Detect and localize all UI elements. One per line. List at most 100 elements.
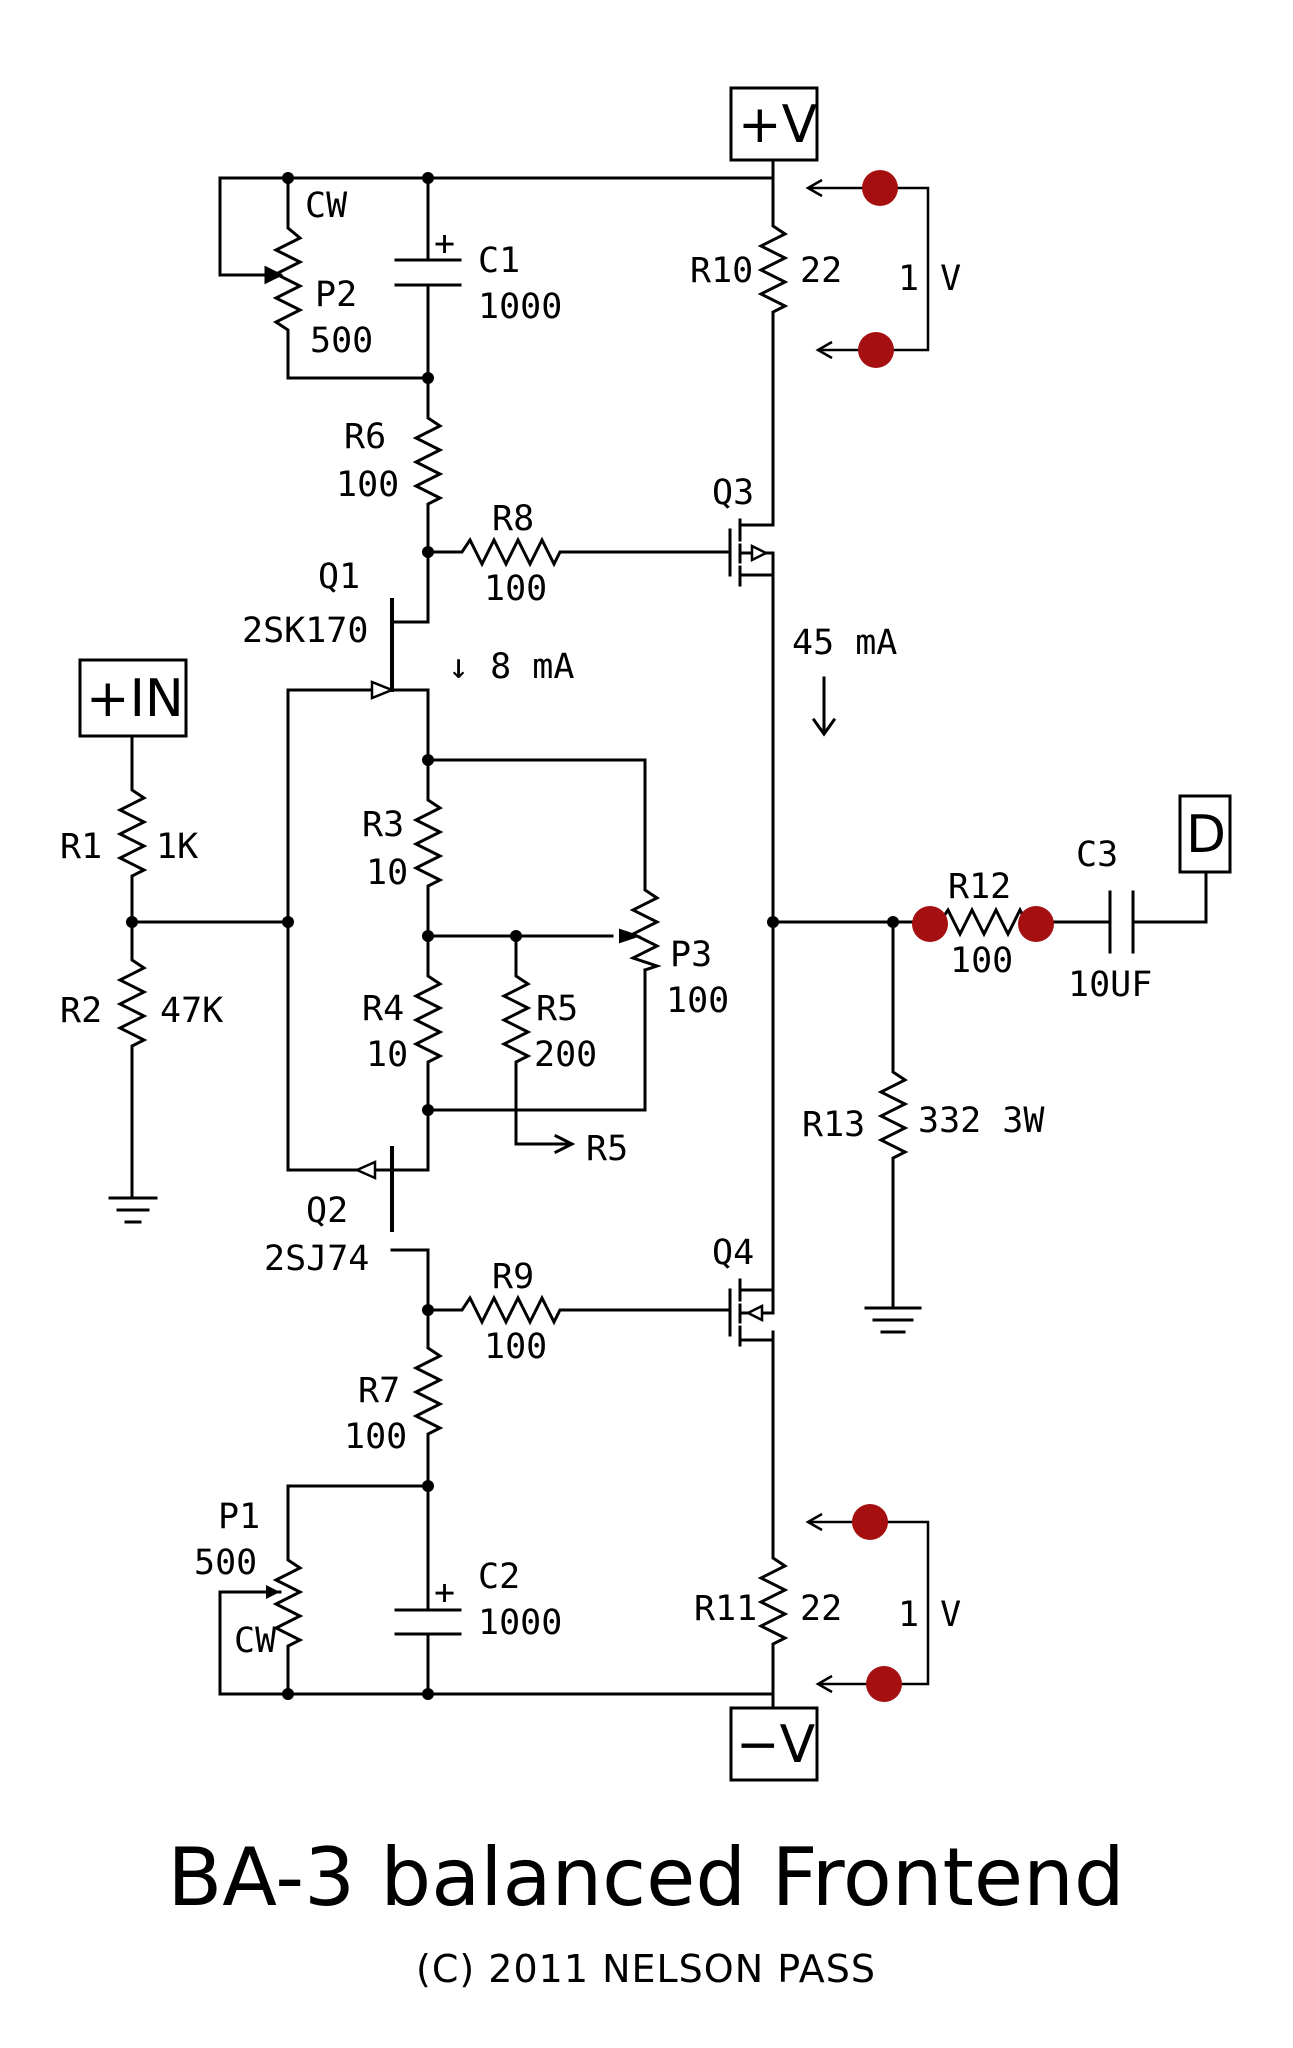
input-terminal-label: +IN (86, 669, 184, 729)
output-current-label: 45 mA (792, 623, 897, 663)
resistor-R3: R3 10 (362, 790, 444, 894)
output-terminal[interactable]: D (1178, 794, 1232, 874)
jfet-Q2: Q2 2SJ74 (264, 1146, 430, 1312)
r11-ref: R11 (694, 1589, 757, 1629)
r2-ref: R2 (60, 991, 102, 1031)
input-wiring (108, 688, 394, 1224)
p2-ref: P2 (315, 275, 357, 315)
r13-value: 332 3W (918, 1101, 1045, 1141)
r8-value: 100 (484, 569, 547, 609)
p1-value: 500 (194, 1543, 257, 1583)
q2-part: 2SJ74 (264, 1239, 369, 1279)
r10-value: 22 (800, 251, 842, 291)
potentiometer-P1: P1 500 CW (194, 1497, 304, 1661)
vminus-label: −V (736, 1715, 816, 1775)
r5-ref: R5 (536, 989, 578, 1029)
c1-ref: C1 (478, 241, 520, 281)
resistor-R12: R12 100 (918, 867, 1043, 981)
r12-probe (912, 906, 1054, 942)
r6-ref: R6 (344, 417, 386, 457)
resistor-R5: R5 200 (500, 966, 597, 1075)
p1-ref: P1 (218, 1497, 260, 1537)
r4-value: 10 (366, 1035, 408, 1075)
r9-ref: R9 (492, 1257, 534, 1297)
top-voltage-label: 1 V (898, 259, 961, 299)
potentiometer-P2: CW P2 500 (262, 186, 373, 361)
bottom-voltage-label: 1 V (898, 1595, 961, 1635)
resistor-R4: R4 10 (362, 966, 444, 1075)
p1-cw-label: CW (234, 1621, 277, 1661)
center-network-wiring (426, 688, 647, 1172)
c1-value: 1000 (478, 287, 562, 327)
q2-ref: Q2 (306, 1191, 348, 1231)
probe-dot (866, 1666, 902, 1702)
r3-ref: R3 (362, 805, 404, 845)
probe-dot (862, 170, 898, 206)
c2-polarity: + (434, 1573, 455, 1613)
r12-value: 100 (950, 941, 1013, 981)
probe-dot (858, 332, 894, 368)
probe-dot (1018, 906, 1054, 942)
top-voltage-probe: 1 V (805, 170, 961, 368)
r4-ref: R4 (362, 989, 404, 1029)
mosfet-Q4: Q4 (712, 1233, 775, 1347)
top-rail-wiring (218, 176, 775, 624)
jfet-Q1: Q1 2SK170 (242, 557, 430, 762)
probe-dot (852, 1504, 888, 1540)
input-terminal[interactable]: +IN (78, 658, 188, 738)
output-stage-wiring (771, 158, 1208, 1710)
r5-probe-arrow: R5 (553, 1129, 628, 1169)
resistor-R11: R11 22 (694, 1548, 842, 1652)
r8-ref: R8 (492, 499, 534, 539)
copyright-line: (C) 2011 NELSON PASS (416, 1947, 876, 1991)
vplus-terminal[interactable]: +V (729, 86, 819, 162)
p2-cw-label: CW (305, 186, 348, 226)
r5-value: 200 (534, 1035, 597, 1075)
q1-ref: Q1 (318, 557, 360, 597)
resistor-R1: R1 1K (60, 780, 198, 884)
r6-value: 100 (336, 465, 399, 505)
c3-ref: C3 (1076, 835, 1118, 875)
r10-ref: R10 (690, 251, 753, 291)
r7-ref: R7 (358, 1371, 400, 1411)
r7-value: 100 (344, 1417, 407, 1457)
junction-dots (126, 172, 899, 1700)
r13-ref: R13 (802, 1105, 865, 1145)
probe-dot (912, 906, 948, 942)
output-current-annotation: 45 mA (792, 623, 897, 737)
resistor-R8: R8 100 (453, 499, 567, 609)
potentiometer-P3: P3 100 (619, 886, 729, 1021)
q4-ref: Q4 (712, 1233, 754, 1273)
bottom-voltage-probe: 1 V (805, 1504, 961, 1702)
capacitor-C3: C3 10UF (1068, 835, 1152, 1005)
c2-ref: C2 (478, 1557, 520, 1597)
resistor-R10: R10 22 (690, 216, 842, 320)
resistor-R2: R2 47K (60, 950, 223, 1054)
resistor-R13: R13 332 3W (802, 1062, 1045, 1166)
q1-current-annotation: ↓ 8 mA (448, 647, 574, 687)
resistor-R9: R9 100 (453, 1257, 567, 1367)
output-terminal-label: D (1186, 805, 1226, 865)
p3-ref: P3 (670, 935, 712, 975)
vminus-terminal[interactable]: −V (729, 1706, 819, 1782)
q3-ref: Q3 (712, 473, 754, 513)
r9-value: 100 (484, 1327, 547, 1367)
capacitor-C1: + C1 1000 (394, 224, 562, 327)
c2-value: 1000 (478, 1603, 562, 1643)
diagram-title: BA-3 balanced Frontend (167, 1831, 1124, 1924)
q1-part: 2SK170 (242, 611, 368, 651)
r12-ref: R12 (948, 867, 1011, 907)
p2-value: 500 (310, 321, 373, 361)
mosfet-Q3: Q3 (712, 473, 775, 587)
c3-value: 10UF (1068, 965, 1152, 1005)
resistor-R6: R6 100 (336, 408, 444, 512)
r5-probe-label: R5 (586, 1129, 628, 1169)
r3-value: 10 (366, 853, 408, 893)
r1-value: 1K (156, 827, 198, 867)
r11-value: 22 (800, 1589, 842, 1629)
vplus-label: +V (738, 95, 818, 155)
r2-value: 47K (160, 991, 223, 1031)
capacitor-C2: + C2 1000 (394, 1557, 562, 1643)
c1-polarity: + (434, 224, 455, 264)
